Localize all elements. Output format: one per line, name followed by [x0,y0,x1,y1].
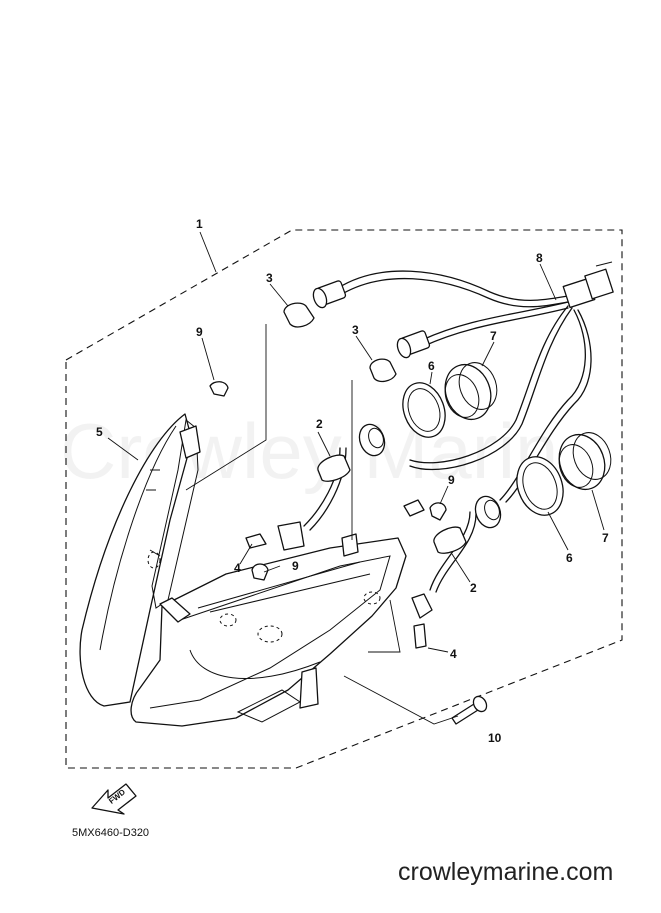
fwd-arrow-icon: FWD [91,783,137,815]
assembly-boundary [65,229,623,769]
headlight-bulb-right [433,526,467,554]
callout-3-upper: 3 [266,271,273,285]
site-url: crowleymarine.com [398,858,614,886]
callout-9-right: 9 [448,473,455,487]
callout-7-lower: 7 [602,531,609,545]
seal-ring-upper [402,382,446,438]
position-bulb-left [245,521,305,551]
callout-9-upper: 9 [196,325,203,339]
bulb-upper [283,302,315,328]
callout-2-lower: 2 [470,581,477,595]
callout-9-left: 9 [292,559,299,573]
callout-10: 10 [488,731,502,745]
callout-4-left: 4 [234,561,241,575]
callout-8: 8 [536,251,543,265]
callout-1: 1 [196,217,203,231]
callout-6-upper: 6 [428,359,435,373]
clip-middle-left [251,563,269,581]
callout-6-lower: 6 [566,551,573,565]
headlight-socket-right [474,495,502,529]
clip-upper [209,381,229,397]
position-bulb-right [403,499,433,649]
headlight-bulb-left [317,454,351,482]
screw [451,695,488,725]
headlight-housing [79,413,407,727]
clip-middle-right [429,502,447,521]
socket-cover-upper [444,362,498,421]
bulb-socket-middle [396,330,431,359]
diagram-code: 5MX6460-D320 [72,827,149,839]
socket-cover-lower [558,432,612,491]
callout-2-upper: 2 [316,417,323,431]
callout-4-right: 4 [450,647,457,661]
headlight-socket-left [358,423,386,457]
callout-5: 5 [96,425,103,439]
bulb-socket-upper [312,280,347,309]
callout-3-middle: 3 [352,323,359,337]
leader-lines [107,231,605,725]
callout-7-upper: 7 [490,329,497,343]
seal-ring-lower [516,456,564,516]
bulb-middle [369,358,397,383]
